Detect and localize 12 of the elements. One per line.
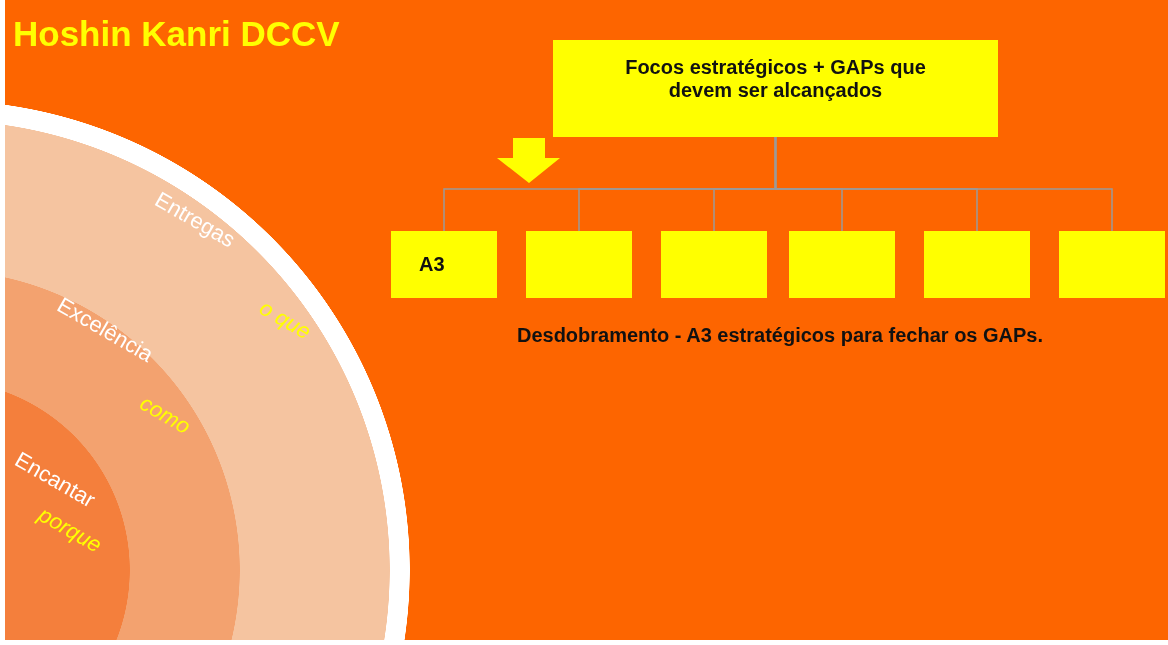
process-box: A3: [391, 231, 497, 298]
connector-line: [774, 136, 1113, 232]
empty-box: [1059, 231, 1165, 298]
empty-box: [924, 231, 1030, 298]
circle-subtitle: o que: [254, 295, 316, 345]
empty-box: [661, 231, 767, 298]
circle-subtitle: como: [135, 390, 195, 440]
caption-text: Desdobramento - A3 estratégicos para fechar os GAPs.: [515, 323, 1045, 348]
empty-box: [789, 231, 895, 298]
process-box: Focos estratégicos + GAPs que devem ser alcançados: [553, 40, 998, 137]
empty-box: [526, 231, 632, 298]
title: Hoshin Kanri DCCV: [13, 14, 340, 54]
